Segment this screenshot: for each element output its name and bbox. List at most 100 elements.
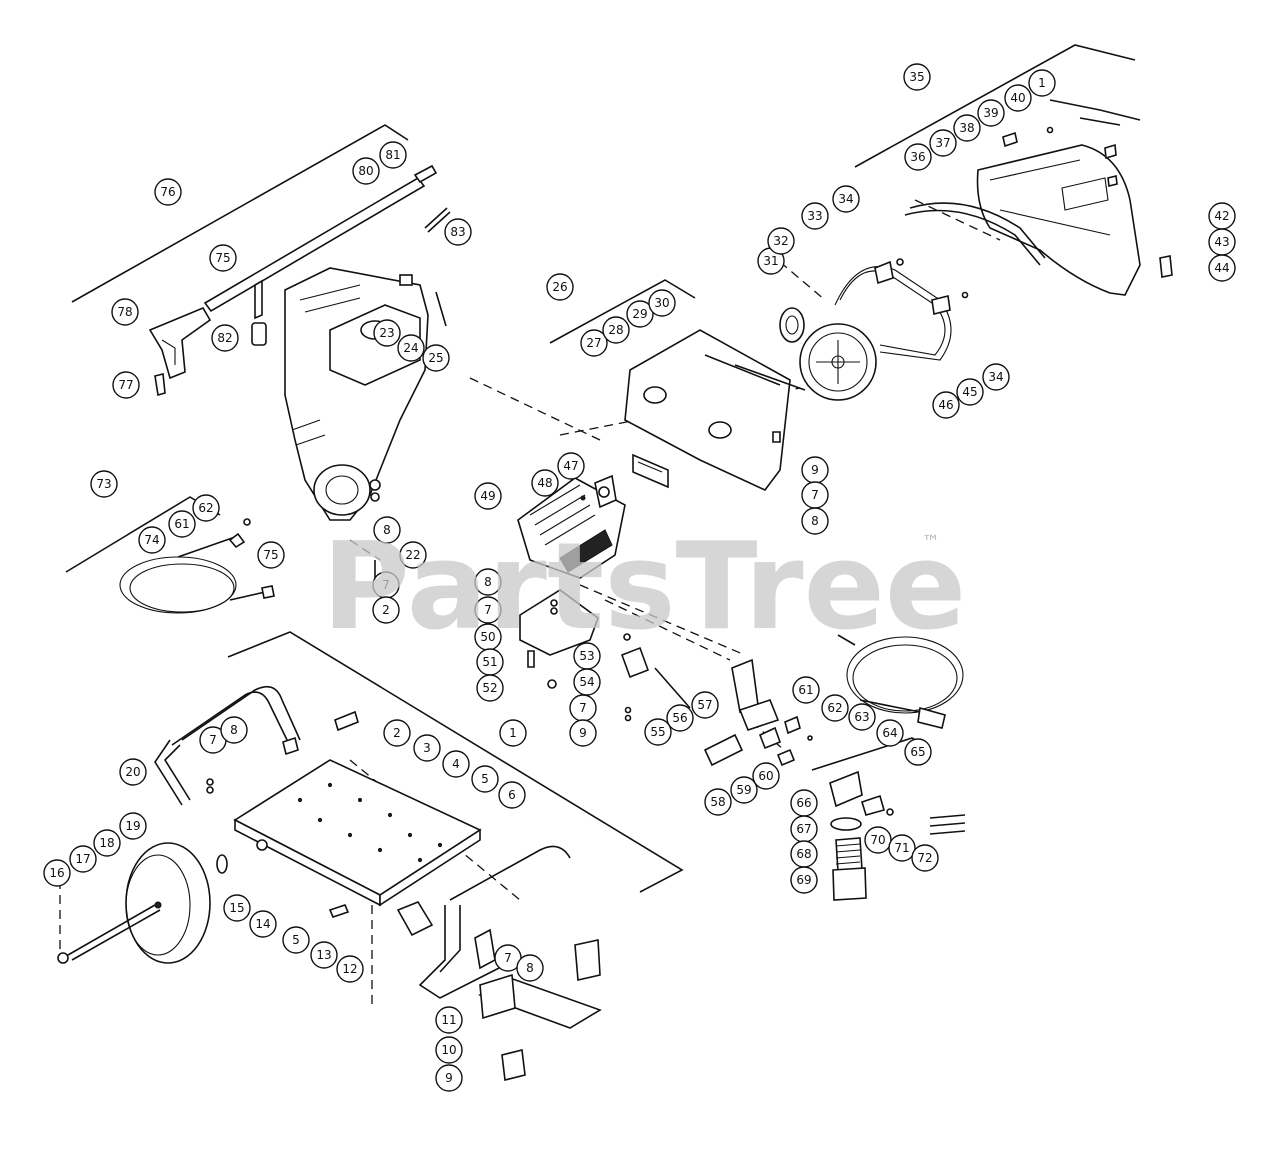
callout-56[interactable]: 56: [666, 704, 694, 732]
callout-66[interactable]: 66: [790, 789, 818, 817]
callout-18[interactable]: 18: [93, 829, 121, 857]
callout-7-plate[interactable]: 7: [801, 481, 829, 509]
callout-82[interactable]: 82: [211, 324, 239, 352]
callout-72[interactable]: 72: [911, 844, 939, 872]
callout-8-foot[interactable]: 8: [516, 954, 544, 982]
callout-54[interactable]: 54: [573, 668, 601, 696]
callout-45[interactable]: 45: [956, 378, 984, 406]
callout-51[interactable]: 51: [476, 648, 504, 676]
callout-9-plate[interactable]: 9: [801, 456, 829, 484]
callout-7-mount[interactable]: 7: [569, 694, 597, 722]
callout-1-guard[interactable]: 1: [1028, 69, 1056, 97]
callout-61[interactable]: 61: [168, 510, 196, 538]
svg-text:35: 35: [909, 70, 924, 84]
callout-23[interactable]: 23: [373, 319, 401, 347]
svg-text:8: 8: [526, 961, 534, 975]
callout-9-mount[interactable]: 9: [569, 719, 597, 747]
callout-62[interactable]: 62: [192, 494, 220, 522]
callout-46[interactable]: 46: [932, 391, 960, 419]
callout-74[interactable]: 74: [138, 526, 166, 554]
callout-59[interactable]: 59: [730, 776, 758, 804]
callout-26[interactable]: 26: [546, 273, 574, 301]
callout-67[interactable]: 67: [790, 815, 818, 843]
callout-38[interactable]: 38: [953, 114, 981, 142]
callout-42[interactable]: 42: [1208, 202, 1236, 230]
callout-12[interactable]: 12: [336, 955, 364, 983]
callout-39[interactable]: 39: [977, 99, 1005, 127]
callout-65[interactable]: 65: [904, 738, 932, 766]
callout-27[interactable]: 27: [580, 329, 608, 357]
callout-17[interactable]: 17: [69, 845, 97, 873]
callout-4[interactable]: 4: [442, 750, 470, 778]
callout-21[interactable]: 2: [372, 596, 400, 624]
callout-34b[interactable]: 34: [982, 363, 1010, 391]
callout-63[interactable]: 63: [848, 703, 876, 731]
callout-60[interactable]: 60: [752, 762, 780, 790]
callout-11[interactable]: 11: [435, 1006, 463, 1034]
callout-81[interactable]: 81: [379, 141, 407, 169]
callout-78[interactable]: 78: [111, 298, 139, 326]
callout-13[interactable]: 13: [310, 941, 338, 969]
callout-8-engine[interactable]: 8: [373, 516, 401, 544]
callout-8-pump[interactable]: 8: [474, 568, 502, 596]
callout-33[interactable]: 33: [801, 202, 829, 230]
callout-58[interactable]: 58: [704, 788, 732, 816]
callout-25[interactable]: 25: [422, 344, 450, 372]
callout-64[interactable]: 64: [876, 719, 904, 747]
callout-14[interactable]: 14: [249, 910, 277, 938]
callout-1[interactable]: 1: [499, 719, 527, 747]
callout-62b[interactable]: 62: [821, 694, 849, 722]
callout-7-engine[interactable]: 7: [372, 571, 400, 599]
callout-77[interactable]: 77: [112, 371, 140, 399]
callout-43[interactable]: 43: [1208, 228, 1236, 256]
callout-69[interactable]: 69: [790, 866, 818, 894]
callout-73[interactable]: 73: [90, 470, 118, 498]
callout-32[interactable]: 32: [767, 227, 795, 255]
callout-83[interactable]: 83: [444, 218, 472, 246]
callout-3[interactable]: 3: [413, 734, 441, 762]
callout-9[interactable]: 9: [435, 1064, 463, 1092]
callout-10[interactable]: 10: [435, 1036, 463, 1064]
callout-5b[interactable]: 5: [282, 926, 310, 954]
callout-68[interactable]: 68: [790, 840, 818, 868]
callout-55[interactable]: 55: [644, 718, 672, 746]
callout-47[interactable]: 47: [557, 452, 585, 480]
svg-text:9: 9: [579, 726, 587, 740]
callout-20[interactable]: 20: [119, 758, 147, 786]
callout-37[interactable]: 37: [929, 129, 957, 157]
callout-28[interactable]: 28: [602, 316, 630, 344]
callout-22[interactable]: 22: [399, 541, 427, 569]
callout-52[interactable]: 52: [476, 674, 504, 702]
callout-36[interactable]: 36: [904, 143, 932, 171]
callout-30[interactable]: 30: [648, 289, 676, 317]
callout-49[interactable]: 49: [474, 482, 502, 510]
callout-8-frame[interactable]: 8: [220, 716, 248, 744]
callout-48[interactable]: 48: [531, 469, 559, 497]
callout-75[interactable]: 75: [209, 244, 237, 272]
callout-61b[interactable]: 61: [792, 676, 820, 704]
callout-76[interactable]: 76: [154, 178, 182, 206]
frame-holes: [297, 782, 443, 863]
callout-40[interactable]: 40: [1004, 84, 1032, 112]
callout-57[interactable]: 57: [691, 691, 719, 719]
callout-29[interactable]: 29: [626, 300, 654, 328]
callout-8-plate[interactable]: 8: [801, 507, 829, 535]
callout-19[interactable]: 19: [119, 812, 147, 840]
callout-53[interactable]: 53: [573, 642, 601, 670]
callout-6[interactable]: 6: [498, 781, 526, 809]
callout-15[interactable]: 15: [223, 894, 251, 922]
callout-24[interactable]: 24: [397, 334, 425, 362]
callout-2[interactable]: 2: [383, 719, 411, 747]
callout-31[interactable]: 31: [757, 247, 785, 275]
callout-16[interactable]: 16: [43, 859, 71, 887]
callout-75b[interactable]: 75: [257, 541, 285, 569]
callout-35[interactable]: 35: [903, 63, 931, 91]
callout-71[interactable]: 71: [888, 834, 916, 862]
callout-44[interactable]: 44: [1208, 254, 1236, 282]
callout-7-pump[interactable]: 7: [474, 596, 502, 624]
callout-5[interactable]: 5: [471, 765, 499, 793]
svg-text:14: 14: [255, 917, 270, 931]
callout-34[interactable]: 34: [832, 185, 860, 213]
callout-80[interactable]: 80: [352, 157, 380, 185]
callout-70[interactable]: 70: [864, 826, 892, 854]
